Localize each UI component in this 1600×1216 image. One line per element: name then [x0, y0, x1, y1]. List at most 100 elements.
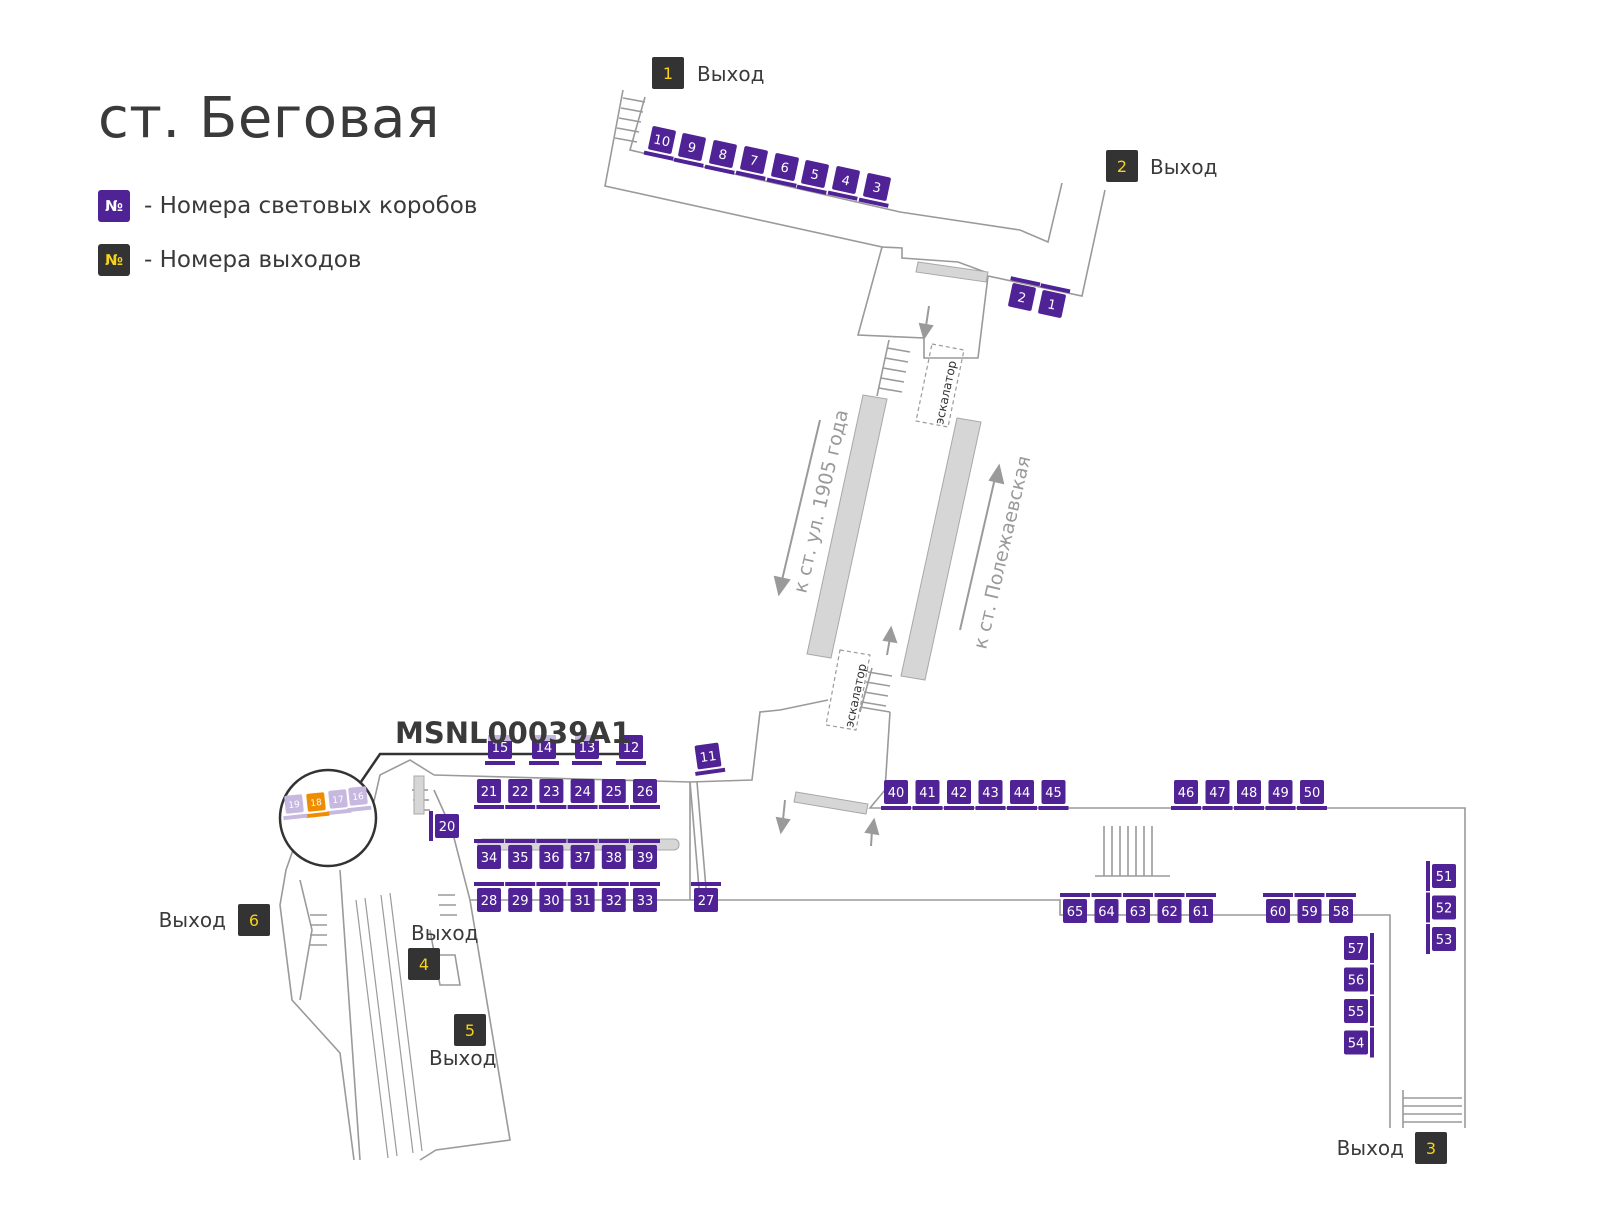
lightbox-number: 29 — [512, 894, 529, 909]
lightbox-21: 21 — [474, 779, 504, 809]
lightbox-square — [740, 146, 768, 174]
lightbox-5: 5 — [796, 160, 829, 195]
lightbox-number: 50 — [1304, 786, 1321, 801]
lightbox-square — [947, 780, 971, 804]
lightbox-64: 64 — [1091, 893, 1122, 923]
lightbox-square — [570, 888, 595, 912]
lightbox-bar — [474, 839, 504, 843]
lightbox-square — [1126, 899, 1150, 923]
lightbox-square — [863, 173, 891, 201]
lightbox-41: 41 — [912, 780, 943, 810]
lightbox-50: 50 — [1297, 780, 1327, 810]
escalator-top-label: эскалатор — [932, 359, 959, 425]
station-walls — [279, 89, 1466, 1161]
lightbox-bar — [912, 806, 943, 810]
lightbox-9: 9 — [673, 133, 706, 168]
lightbox-bar — [1263, 893, 1293, 897]
lightbox-square — [1432, 864, 1456, 888]
lightbox-43: 43 — [975, 780, 1006, 810]
lightbox-square — [1300, 780, 1324, 804]
lightbox-square — [1432, 927, 1456, 951]
lightbox-number: 37 — [574, 851, 591, 866]
lightbox-number: 15 — [492, 741, 509, 756]
lightbox-number: 25 — [606, 785, 623, 800]
lightbox-number: 21 — [481, 785, 498, 800]
lightbox-number: 14 — [536, 741, 553, 756]
lightbox-bar — [1091, 893, 1122, 897]
lightbox-11: 11 — [694, 742, 726, 776]
lightbox-square — [601, 845, 626, 869]
lightbox-57: 57 — [1344, 933, 1374, 963]
arrow-down-icon — [918, 322, 934, 341]
lightbox-47: 47 — [1202, 780, 1233, 810]
lightbox-bar — [735, 170, 766, 181]
lightbox-square — [1432, 895, 1456, 920]
lightbox-16: 16 — [347, 786, 372, 813]
lightbox-square — [1010, 780, 1034, 804]
lightbox-bar — [691, 882, 721, 886]
exit-number-box — [652, 57, 684, 89]
lightbox-bar — [485, 761, 515, 765]
lightbox-bar — [630, 839, 660, 843]
lightbox-28: 28 — [474, 882, 504, 912]
lightbox-59: 59 — [1294, 893, 1325, 923]
lightbox-23: 23 — [536, 779, 567, 809]
arrow-up-icon — [864, 817, 880, 836]
lightbox-number: 23 — [543, 785, 560, 800]
lightbox-number: 40 — [888, 786, 905, 801]
lower-bar — [793, 791, 869, 815]
lightbox-bar — [567, 839, 598, 843]
lightbox-number: 58 — [1333, 905, 1350, 920]
lightbox-bar — [695, 767, 726, 776]
lightbox-bar — [1294, 893, 1325, 897]
lightbox-40: 40 — [881, 780, 911, 810]
exit-label: Выход — [159, 908, 226, 932]
lightbox-number: 33 — [637, 894, 654, 909]
lightbox-bar — [1038, 806, 1069, 810]
lightbox-49: 49 — [1265, 780, 1296, 810]
lightbox-29: 29 — [505, 882, 536, 912]
lightbox-square — [1174, 780, 1198, 804]
highlight-code-label: MSNL00039A1 — [395, 716, 632, 750]
lightbox-number: 24 — [574, 785, 591, 800]
exit-number: 5 — [465, 1021, 475, 1040]
lightbox-bar — [598, 882, 629, 886]
lightbox-square — [508, 888, 533, 912]
lightbox-bar — [643, 150, 674, 161]
lightbox-2: 2 — [1008, 276, 1041, 311]
lightbox-number: 1 — [1046, 297, 1057, 313]
legend-lightbox: № - Номера световых коробов — [98, 190, 477, 222]
lightbox-number: 43 — [982, 786, 999, 801]
lightbox-bar — [1234, 806, 1264, 810]
arrow-up-icon — [882, 625, 898, 644]
lightbox-number: 62 — [1161, 905, 1178, 920]
exit-number-box — [454, 1014, 486, 1046]
lightbox-bar — [1123, 893, 1153, 897]
lightbox-number: 7 — [748, 153, 759, 169]
lightbox-bar — [673, 157, 704, 168]
exit-label: Выход — [429, 1046, 496, 1070]
lightbox-number: 59 — [1301, 905, 1318, 920]
lightbox-number: 55 — [1348, 1005, 1365, 1020]
lightbox-number: 44 — [1014, 786, 1031, 801]
lightbox-35: 35 — [505, 839, 536, 869]
lightbox-square — [435, 814, 459, 838]
lightbox-number: 17 — [332, 795, 344, 806]
lightbox-bar — [1370, 933, 1374, 963]
lightbox-number: 22 — [512, 785, 529, 800]
lightbox-62: 62 — [1154, 893, 1185, 923]
lightbox-bar — [1265, 806, 1296, 810]
lightbox-12: 12 — [616, 735, 646, 765]
lightbox-square — [633, 779, 657, 803]
lightbox-square — [1041, 780, 1066, 804]
lightbox-bar — [567, 805, 598, 809]
lightbox-square — [508, 845, 533, 869]
lightbox-square — [1297, 899, 1322, 923]
lightbox-number: 26 — [637, 785, 654, 800]
lightbox-number: 12 — [623, 741, 640, 756]
lightbox-number: 27 — [698, 894, 715, 909]
lightbox-bar — [598, 839, 629, 843]
